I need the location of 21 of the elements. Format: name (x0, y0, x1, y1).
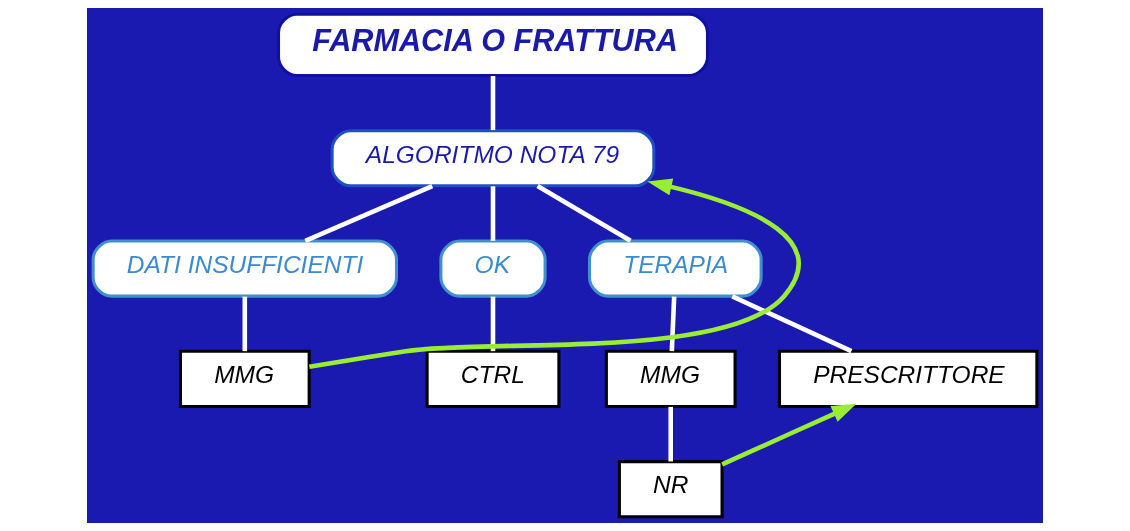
node-box: OK (439, 239, 547, 298)
node-box: FARMACIA O FRATTURA (277, 12, 709, 78)
node-box: NR (617, 460, 724, 519)
connector (490, 296, 496, 352)
node-box: MMG (178, 349, 311, 408)
node-box: TERAPIA (588, 239, 763, 298)
node-box: MMG (604, 349, 737, 408)
connector (668, 406, 673, 462)
node-box: DATI INSUFFICIENTI (91, 239, 398, 298)
connector (490, 75, 496, 131)
connector (669, 296, 677, 352)
connector (304, 183, 434, 243)
connector (490, 186, 496, 241)
connector (731, 294, 853, 354)
connector (242, 296, 248, 352)
arrow (721, 403, 857, 467)
node-box: ALGORITMO NOTA 79 (330, 129, 656, 188)
node-box: CTRL (425, 349, 561, 408)
node-box: PRESCRITTORE (777, 349, 1039, 408)
arrow (308, 178, 801, 369)
connector (536, 184, 632, 243)
